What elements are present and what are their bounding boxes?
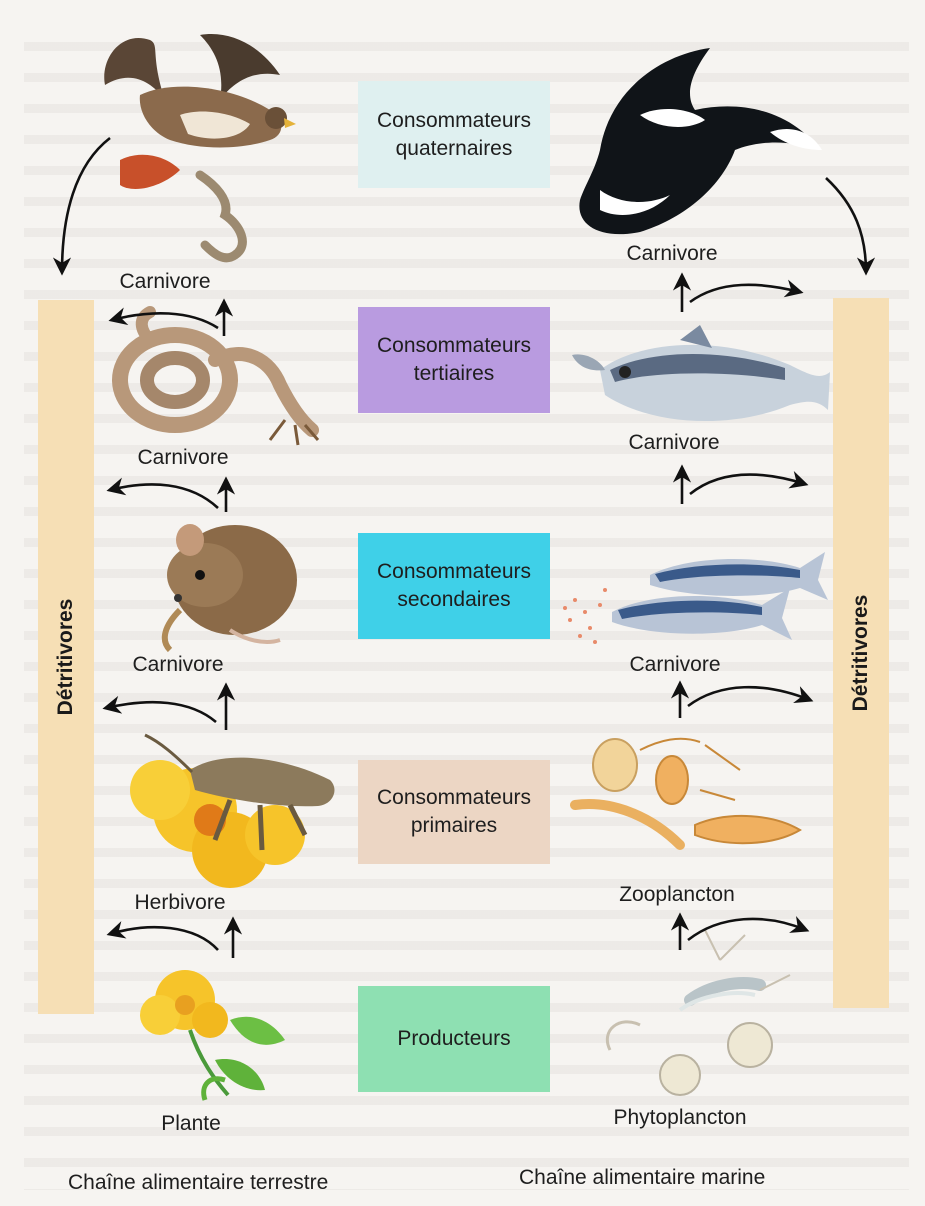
label-snake-carnivore: Carnivore	[137, 446, 228, 470]
arrow-fish-to-detritivores	[690, 475, 805, 494]
small-fish-icon	[563, 552, 828, 644]
label-mouse-carnivore: Carnivore	[132, 653, 223, 677]
label-zooplankton: Zooplancton	[619, 883, 735, 907]
arrow-phytoplankton-to-detritivores	[688, 919, 806, 940]
arrow-zooplankton-to-detritivores	[688, 687, 810, 706]
snake-icon	[120, 312, 318, 445]
caption-marine-chain: Chaîne alimentaire marine	[519, 1166, 765, 1190]
label-hawk-carnivore: Carnivore	[119, 270, 210, 294]
arrow-tuna-to-detritivores	[690, 285, 800, 302]
orca-icon	[579, 48, 822, 234]
flower-icon	[140, 970, 285, 1100]
arrow-mouse-to-detritivores	[110, 484, 218, 508]
label-orca-carnivore: Carnivore	[626, 242, 717, 266]
mouse-icon	[165, 524, 297, 650]
hawk-icon	[104, 34, 296, 258]
arrow-snake-to-detritivores	[112, 313, 218, 328]
arrow-hawk-to-detritivores	[62, 138, 110, 272]
phytoplankton-icon	[607, 930, 790, 1095]
tuna-icon	[572, 325, 830, 421]
arrow-grasshopper-to-detritivores	[106, 702, 216, 722]
label-grasshopper-herbivore: Herbivore	[134, 891, 225, 915]
zooplankton-icon	[575, 739, 800, 845]
arrow-plant-to-detritivores	[110, 927, 218, 950]
arrow-orca-to-detritivores	[826, 178, 866, 272]
label-fish-carnivore: Carnivore	[629, 653, 720, 677]
label-phytoplankton: Phytoplancton	[613, 1106, 746, 1130]
caption-terrestrial-chain: Chaîne alimentaire terrestre	[68, 1171, 328, 1195]
label-plant: Plante	[161, 1112, 221, 1136]
grasshopper-icon	[130, 735, 334, 888]
label-tuna-carnivore: Carnivore	[628, 431, 719, 455]
